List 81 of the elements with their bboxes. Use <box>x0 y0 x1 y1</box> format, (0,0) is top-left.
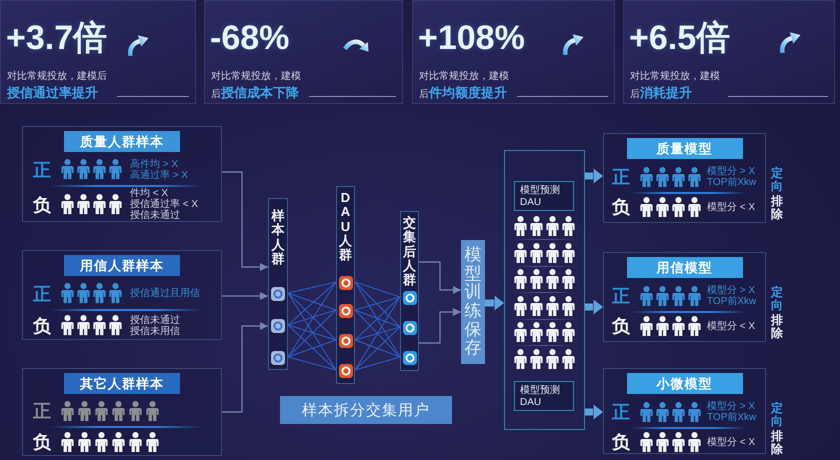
arrow <box>419 308 461 344</box>
row-label: 负 <box>612 433 630 451</box>
row-label: 正 <box>33 160 51 178</box>
network-lines <box>354 282 400 370</box>
panel-header: 质量人群样本 <box>64 131 180 152</box>
stat-description: 对比常规投放，建模后授信成本下降 <box>211 70 302 102</box>
criteria-text: 模型分 < X <box>707 320 756 332</box>
tag-box: 模型预测DAU <box>514 181 574 211</box>
criteria-text: 模型分 < X <box>707 436 756 448</box>
column-title: DAU人群 <box>339 191 352 262</box>
stat-card <box>623 0 835 104</box>
panel-header: 质量模型 <box>626 138 742 159</box>
side-label: 定向 <box>771 286 783 312</box>
row-label: 正 <box>612 403 630 421</box>
panel-header: 其它人群样本 <box>64 373 180 394</box>
column-box <box>268 198 288 370</box>
criteria-text: TOP前Xkw <box>707 296 756 307</box>
group-panel <box>22 126 222 222</box>
criteria-text: 高件均 > X <box>130 158 180 170</box>
row-label: 负 <box>33 196 51 214</box>
arrow <box>419 261 461 294</box>
prediction-frame <box>504 150 585 430</box>
network-lines <box>288 282 336 370</box>
side-label: 排除 <box>771 430 783 456</box>
arrow <box>222 322 268 413</box>
side-label: 定向 <box>771 167 783 194</box>
panel-header: 用信模型 <box>626 257 742 278</box>
column-title: 样本人群 <box>272 209 284 266</box>
criteria-text: TOP前Xkw <box>707 177 756 188</box>
block-arrow <box>585 168 603 184</box>
stat-description: 对比常规投放，建模后消耗提升 <box>630 70 721 102</box>
block-arrow <box>585 299 603 315</box>
stat-card <box>0 0 196 104</box>
row-label: 正 <box>612 168 630 186</box>
caption-banner: 样本拆分交集用户 <box>280 396 452 424</box>
stat-value: +3.7倍 <box>6 21 108 55</box>
criteria-text: 模型分 < X <box>707 202 756 212</box>
group-panel <box>603 252 766 342</box>
row-label: 正 <box>33 402 51 420</box>
stat-description: 对比常规投放，建模后件均额度提升 <box>419 70 510 102</box>
stat-value: +108% <box>418 21 525 55</box>
group-panel <box>603 368 766 454</box>
criteria-text: 模型分 > X <box>707 166 756 177</box>
block-arrow <box>585 404 603 420</box>
stat-value: +6.5倍 <box>629 21 730 55</box>
criteria-text: 模型分 > X <box>707 285 756 296</box>
stat-value: -68% <box>210 21 290 55</box>
column-box <box>400 211 419 371</box>
arrow <box>222 171 268 271</box>
criteria-text: 件均 < X <box>130 188 168 199</box>
block-arrow <box>485 295 504 311</box>
stat-description: 对比常规投放，建模后授信通过率提升 <box>7 70 108 102</box>
panel-header: 用信人群样本 <box>64 255 180 276</box>
row-label: 正 <box>33 284 51 302</box>
row-label: 负 <box>612 198 630 216</box>
criteria-text: TOP前Xkw <box>707 412 756 423</box>
criteria-text: 授信未通过 <box>130 210 181 221</box>
criteria-text: 授信通过率 < X <box>130 199 198 210</box>
column-title: 交集后人群 <box>403 216 416 288</box>
row-label: 正 <box>612 287 630 305</box>
panel-header: 小微模型 <box>626 373 742 394</box>
group-panel <box>22 368 222 456</box>
row-label: 负 <box>33 433 51 451</box>
column-box <box>336 186 355 384</box>
criteria-text: 授信未通过 <box>130 314 180 326</box>
stat-card <box>204 0 403 104</box>
side-label: 排除 <box>771 314 783 340</box>
side-label: 定向 <box>771 402 783 428</box>
group-panel <box>603 133 766 223</box>
criteria-text: 模型分 > X <box>707 401 756 412</box>
row-label: 负 <box>33 316 51 334</box>
criteria-text: 高通过率 > X <box>130 170 188 180</box>
side-label: 排除 <box>771 195 783 222</box>
row-label: 负 <box>612 317 630 335</box>
group-panel <box>22 250 222 340</box>
criteria-text: 授信未用信 <box>130 326 180 336</box>
criteria-text: 授信通过且用信 <box>130 288 200 299</box>
stat-card <box>412 0 615 104</box>
arrow <box>222 292 268 300</box>
tag-box: 模型预测DAU <box>514 381 574 411</box>
vertical-banner: 模型训练保存 <box>461 240 485 364</box>
